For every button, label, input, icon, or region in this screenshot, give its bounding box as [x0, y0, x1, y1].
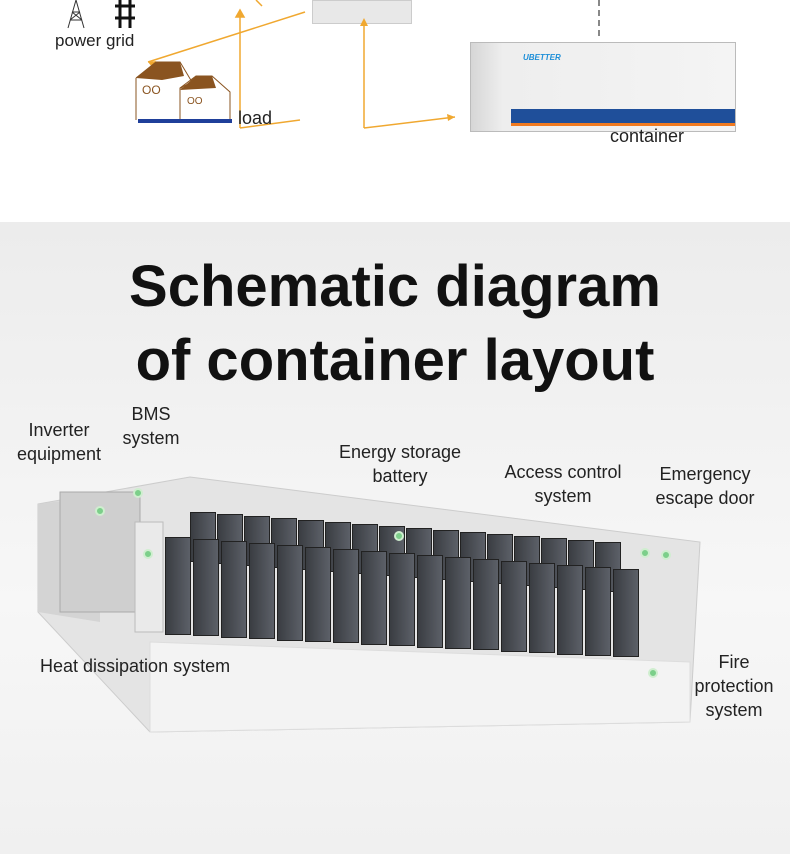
dashed-connector: [598, 0, 600, 36]
callout-dot-heat: [143, 549, 153, 559]
callout-bms: BMS system: [122, 404, 180, 448]
battery-rack: [585, 567, 611, 656]
section-title-line1: Schematic diagram: [129, 254, 661, 319]
power-grid-label: power grid: [55, 31, 135, 50]
callout-dot-inverter: [95, 506, 105, 516]
svg-text:OO: OO: [142, 83, 161, 97]
battery-rack: [305, 547, 331, 642]
callout-dot-access: [640, 548, 650, 558]
battery-rack: [221, 541, 247, 638]
callout-access: Access control system: [504, 462, 622, 506]
house-load-icon: OO OO: [135, 61, 232, 123]
callout-heat: Heat dissipation system: [40, 656, 231, 676]
power-grid-tower-icon: [67, 0, 135, 29]
battery-rack: [361, 551, 387, 645]
container-stripe: [511, 109, 735, 123]
battery-rack: [557, 565, 583, 655]
battery-rack: [473, 559, 499, 651]
callout-dot-fire: [648, 668, 658, 678]
battery-rack: [529, 563, 555, 654]
flow-arrows: [147, 0, 456, 129]
callout-battery: Energy storage battery: [338, 442, 462, 486]
battery-rack: [165, 537, 191, 635]
battery-rack: [193, 539, 219, 637]
battery-rack: [445, 557, 471, 649]
battery-rack: [613, 569, 639, 658]
container-label: container: [610, 126, 685, 146]
energy-flow-diagram: power grid OO OO load UBETTER container: [0, 0, 790, 222]
container-logo: UBETTER: [523, 53, 561, 62]
battery-rack: [249, 543, 275, 640]
load-label: load: [238, 108, 273, 128]
callout-dot-escape: [661, 550, 671, 560]
callout-dot-battery: [394, 531, 404, 541]
section-title-line2: of container layout: [135, 328, 655, 393]
callout-fire: Fire protection system: [694, 652, 774, 720]
callout-dot-bms: [133, 488, 143, 498]
svg-text:OO: OO: [187, 96, 203, 107]
battery-rack: [417, 555, 443, 648]
callout-escape: Emergency escape door: [655, 464, 755, 508]
battery-rack: [501, 561, 527, 652]
container-layout-section: Schematic diagram of container layout In…: [0, 222, 790, 854]
callout-inverter: Inverter equipment: [16, 420, 102, 464]
container-image: UBETTER: [470, 42, 736, 132]
battery-rack: [333, 549, 359, 644]
container-accent-stripe: [511, 123, 735, 126]
battery-rack: [389, 553, 415, 647]
battery-rack: [277, 545, 303, 641]
